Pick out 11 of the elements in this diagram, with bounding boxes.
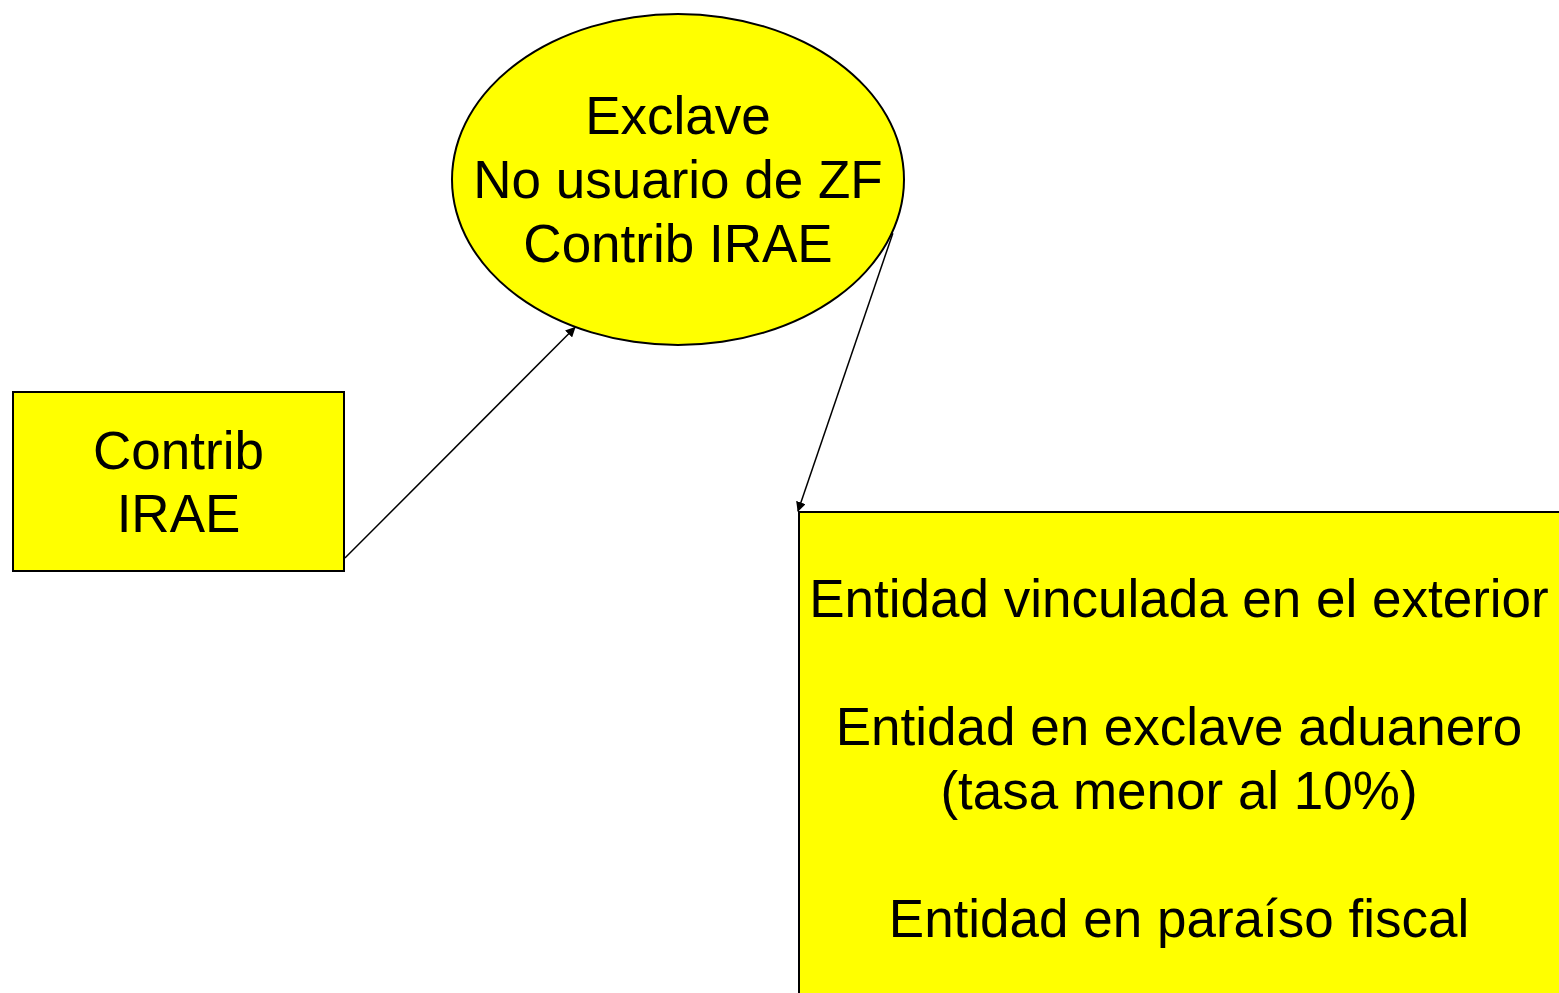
arrow [796, 232, 894, 512]
process-box [12, 391, 345, 572]
node-text: Entidad en paraíso fiscal [887, 888, 1471, 950]
node-text: Entidad en exclave aduanero (tasa menor al 10%) [834, 696, 1524, 822]
node-text: Exclave [585, 84, 771, 147]
node-text: Entidad vinculada en el exterior [808, 568, 1550, 630]
node-text: Contrib IRAE [523, 212, 833, 275]
arrow [344, 326, 576, 559]
node-text: Contrib IRAE [92, 419, 265, 545]
node-text: No usuario de ZF [473, 148, 883, 211]
process-box [798, 511, 1559, 993]
